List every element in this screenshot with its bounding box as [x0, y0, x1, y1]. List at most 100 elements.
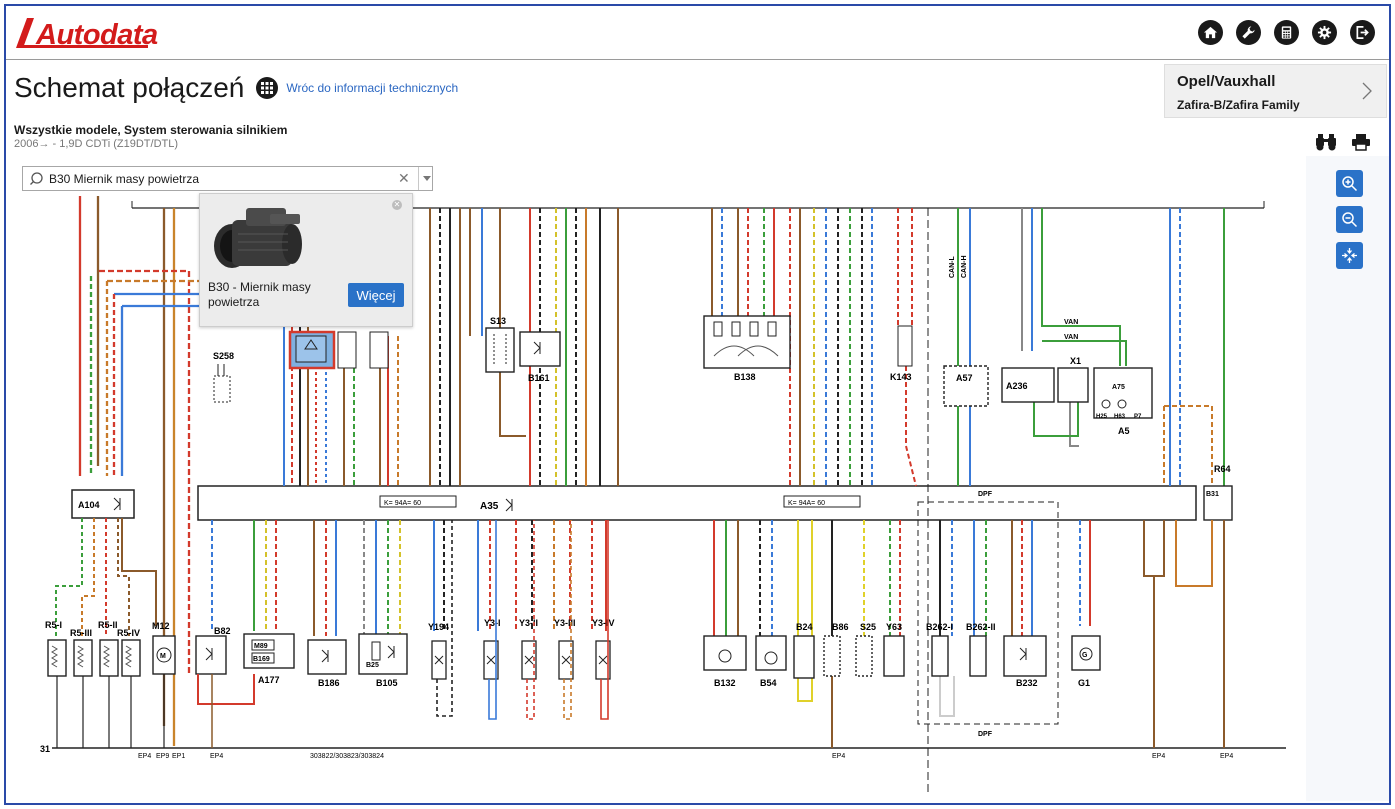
- engine-info: 2006→ - 1,9D CDTi (Z19DT/DTL): [14, 138, 179, 150]
- resistance-right: K= 94A= 60: [788, 500, 825, 507]
- a75-label: A75: [1112, 384, 1125, 391]
- svg-text:G: G: [1082, 652, 1088, 659]
- a35-label: A35: [480, 501, 499, 512]
- b169-label: B169: [253, 656, 270, 663]
- page-title: Schemat połączeń: [14, 72, 245, 103]
- fit-to-screen-button[interactable]: [1336, 242, 1363, 269]
- logo-slash-icon: [16, 18, 34, 48]
- system-subtitle: Wszystkie modele, System sterowania siln…: [14, 123, 288, 137]
- home-icon[interactable]: [1198, 20, 1223, 45]
- chevron-down-icon: [422, 176, 431, 181]
- dpf-label: DPF: [978, 491, 993, 498]
- ep-label: EP4: [832, 753, 845, 760]
- b262-2-label: B262-II: [966, 622, 996, 632]
- app-window: Autodata Schemat połączeń Wróc d: [4, 4, 1391, 805]
- clear-search-icon[interactable]: ✕: [398, 170, 410, 186]
- b232-label: B232: [1016, 678, 1038, 688]
- b262-1-label: B262-I: [926, 622, 953, 632]
- ep-label: EP4: [1220, 753, 1233, 760]
- ep-label: EP9: [156, 753, 169, 760]
- search-dropdown-toggle[interactable]: [418, 167, 434, 190]
- y194-label: Y194: [428, 622, 449, 632]
- x1-label: X1: [1070, 356, 1081, 366]
- a5-label: A5: [1118, 426, 1130, 436]
- can-l-label: CAN-L: [949, 256, 956, 278]
- s25-label: S25: [860, 622, 876, 632]
- y3-2-label: Y3-II: [519, 618, 538, 628]
- resistance-left: K= 94A= 60: [384, 500, 421, 507]
- chevron-right-icon: [1362, 82, 1372, 100]
- y3-4-label: Y3-IV: [592, 618, 615, 628]
- settings-icon[interactable]: [1312, 20, 1337, 45]
- b54-label: B54: [760, 678, 777, 688]
- vehicle-model: Zafira-B/Zafira Family: [1177, 98, 1300, 112]
- b161-label: B161: [528, 373, 550, 383]
- g1-label: G1: [1078, 678, 1090, 688]
- search-icon: [30, 171, 43, 185]
- y63-label: Y63: [886, 622, 902, 632]
- component-search[interactable]: ✕: [22, 166, 433, 191]
- b25-label: B25: [366, 662, 379, 669]
- r5-4-label: R5-IV: [117, 628, 140, 638]
- svg-text:M: M: [160, 653, 166, 660]
- zoom-in-button[interactable]: [1336, 170, 1363, 197]
- b86-label: B86: [832, 622, 849, 632]
- a236-label: A236: [1006, 381, 1028, 391]
- popup-caption: B30 - Miernik masy powietrza: [208, 280, 311, 309]
- ep-label: EP4: [1152, 753, 1165, 760]
- s258-label: S258: [213, 351, 234, 361]
- r5-3-label: R5-III: [70, 628, 92, 638]
- h63-label: H63: [1114, 414, 1126, 420]
- search-input[interactable]: [49, 171, 389, 186]
- ep-label: EP4: [210, 753, 223, 760]
- ep-label: EP4: [138, 753, 151, 760]
- b132-label: B132: [714, 678, 736, 688]
- y3-3-label: Y3-III: [554, 618, 576, 628]
- zoom-out-icon: [1342, 212, 1358, 228]
- zoom-out-button[interactable]: [1336, 206, 1363, 233]
- a104-label: A104: [78, 500, 100, 510]
- logo-underline: [18, 45, 148, 48]
- k143-label: K143: [890, 372, 912, 382]
- vehicle-make: Opel/Vauxhall: [1177, 73, 1276, 90]
- b138-label: B138: [734, 372, 756, 382]
- calculator-icon[interactable]: [1274, 20, 1299, 45]
- s13-label: S13: [490, 316, 506, 326]
- zoom-in-icon: [1342, 176, 1358, 192]
- fit-screen-icon: [1342, 248, 1357, 263]
- b24-label: B24: [796, 622, 813, 632]
- r64-label: R64: [1214, 464, 1231, 474]
- back-to-technical-info-link[interactable]: Wróc do informacji technicznych: [286, 81, 459, 95]
- vehicle-selector[interactable]: Opel/Vauxhall Zafira-B/Zafira Family: [1164, 64, 1387, 118]
- r5-2-label: R5-II: [98, 620, 118, 630]
- ground-label: 31: [40, 744, 50, 754]
- r5-1-label: R5-I: [45, 620, 62, 630]
- more-info-button[interactable]: Więcej: [348, 283, 404, 307]
- ref-numbers: 303822/303823/303824: [310, 753, 384, 760]
- m12-label: M12: [152, 621, 170, 631]
- h25-label: H25: [1096, 414, 1108, 420]
- van-label-2: VAN: [1064, 334, 1078, 341]
- dpf-label-bottom: DPF: [978, 731, 993, 738]
- van-label: VAN: [1064, 319, 1078, 326]
- a177-label: A177: [258, 675, 280, 685]
- ep-label: EP1: [172, 753, 185, 760]
- y3-1-label: Y3-I: [484, 618, 501, 628]
- air-mass-meter-image: [214, 208, 302, 268]
- m89-label: M89: [254, 643, 268, 650]
- grid-menu-icon[interactable]: [256, 77, 279, 99]
- print-icon[interactable]: [1351, 133, 1371, 151]
- b186-label: B186: [318, 678, 340, 688]
- top-bar: Autodata: [6, 6, 1389, 60]
- p7-label: P7: [1134, 414, 1142, 420]
- binoculars-icon[interactable]: [1315, 133, 1337, 151]
- b82-label: B82: [214, 626, 231, 636]
- wrench-icon[interactable]: [1236, 20, 1261, 45]
- logout-icon[interactable]: [1350, 20, 1375, 45]
- b31-label: B31: [1206, 491, 1219, 498]
- close-popup-icon[interactable]: ✕: [392, 200, 402, 210]
- a57-label: A57: [956, 373, 973, 383]
- component-popup: ✕ B30 - Miernik masy powietrza Więcej: [199, 193, 413, 327]
- wiring-diagram[interactable]: A104 R5-I R5-III R5-II R5-IV M M12 3: [14, 156, 1303, 796]
- b105-label: B105: [376, 678, 398, 688]
